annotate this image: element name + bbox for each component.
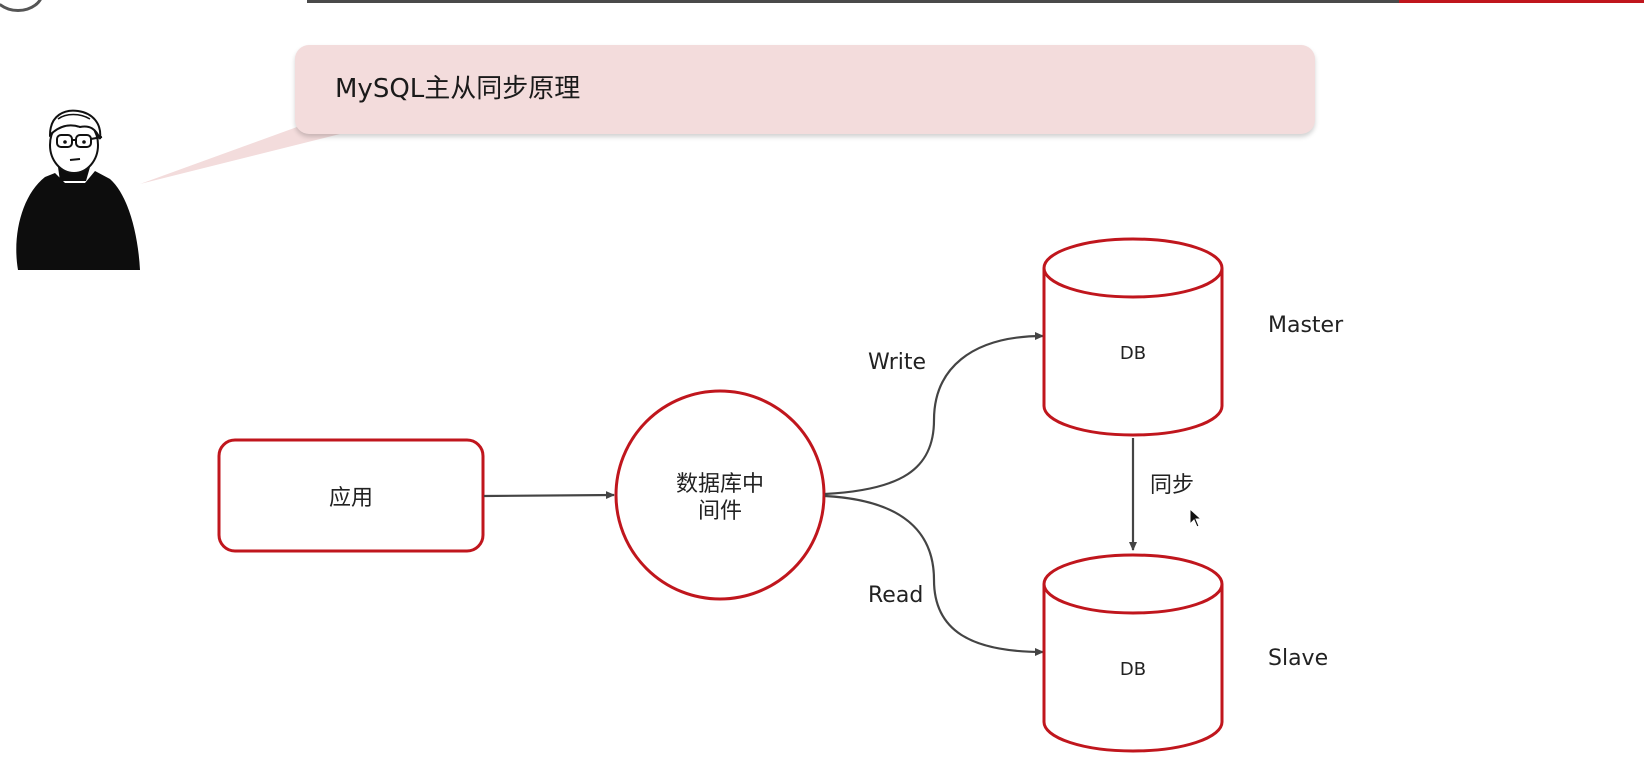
- top-divider-accent: [1399, 0, 1644, 3]
- master-db-node: [1042, 237, 1224, 437]
- middleware-label-line2: 间件: [698, 499, 742, 524]
- presenter-avatar-icon: [16, 109, 140, 270]
- master-caption: Master: [1268, 313, 1344, 338]
- slave-db-label: DB: [1120, 659, 1146, 680]
- app-label: 应用: [329, 486, 373, 511]
- mouse-pointer-icon: [1189, 508, 1203, 528]
- slave-db-node: [1042, 553, 1224, 753]
- read-label: Read: [868, 583, 923, 608]
- middleware-node: [614, 389, 826, 601]
- master-db-label: DB: [1120, 343, 1146, 364]
- middleware-label-line1: 数据库中: [676, 472, 764, 497]
- speech-bubble: [295, 45, 1315, 134]
- top-divider-dark: [307, 0, 1399, 3]
- app-to-middleware-arrow: [483, 491, 615, 500]
- app-node: [217, 438, 485, 553]
- write-label: Write: [868, 350, 926, 375]
- sync-label: 同步: [1150, 473, 1194, 498]
- slide-title: MySQL主从同步原理: [335, 74, 581, 104]
- write-arrow: [824, 332, 1044, 496]
- read-arrow: [824, 494, 1044, 656]
- slave-caption: Slave: [1268, 646, 1328, 671]
